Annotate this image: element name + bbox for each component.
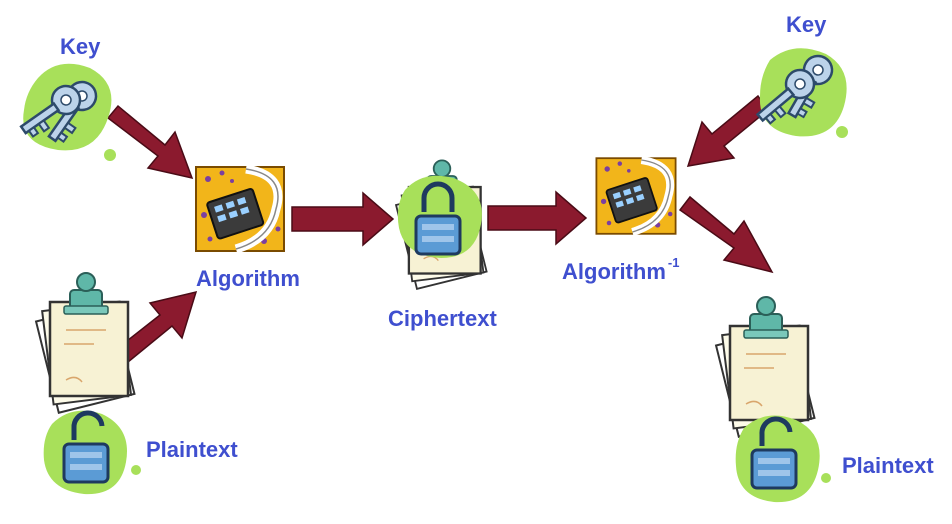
algorithm-icon [196, 167, 284, 251]
arrow-key-to-inverse-algorithm [686, 94, 770, 167]
algorithm-label: Algorithm [196, 266, 300, 291]
arrow-plaintext-to-algorithm [116, 290, 198, 364]
padlock-open-icon [43, 410, 141, 495]
plaintext-label-left: Plaintext [146, 437, 238, 462]
arrow-ciphertext-to-inverse-algorithm [487, 190, 588, 246]
key-icon [749, 48, 848, 138]
plaintext-label-right: Plaintext [842, 453, 934, 478]
ciphertext-label: Ciphertext [388, 306, 497, 331]
document-icon [714, 295, 816, 438]
document-icon [34, 271, 136, 414]
arrow-inverse-algorithm-to-plaintext [678, 195, 774, 274]
algorithm-inverse-text: Algorithm [562, 259, 666, 284]
padlock-locked-icon [397, 175, 482, 258]
arrow-algorithm-to-ciphertext [291, 191, 395, 247]
algorithm-icon [596, 158, 675, 234]
padlock-open-icon [735, 415, 831, 503]
key-icon [14, 63, 116, 161]
algorithm-inverse-label: Algorithm-1 [562, 255, 679, 285]
inverse-superscript: -1 [667, 255, 680, 270]
key-label-left: Key [60, 34, 101, 59]
arrow-key-to-algorithm [106, 104, 194, 180]
key-label-right: Key [786, 12, 827, 37]
